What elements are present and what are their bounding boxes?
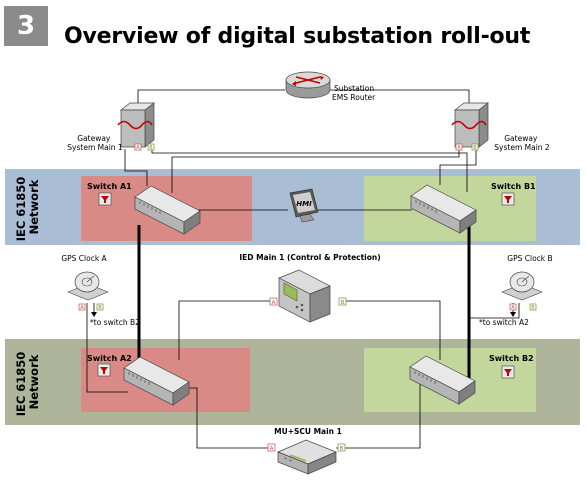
- router-label-line1: Substation: [334, 84, 374, 93]
- gateway-1-label: Gateway System Main 1: [67, 134, 123, 152]
- svg-text:B: B: [340, 446, 344, 452]
- link-router-gw1: [137, 89, 285, 104]
- svg-text:B: B: [473, 145, 477, 151]
- port-mark-mu-b: B: [337, 443, 346, 452]
- filter-icon-b2: [501, 365, 515, 379]
- port-mark-gw1-a: A: [134, 143, 142, 151]
- trunk-lines: [137, 225, 471, 380]
- svg-text:B: B: [341, 300, 345, 306]
- network-label-bottom-line2: Network: [27, 354, 41, 409]
- mu-label: MU+SCU Main 1: [274, 427, 342, 436]
- gps-a-arrowhead: [91, 312, 97, 317]
- svg-text:A: A: [457, 145, 461, 151]
- router-icon: [285, 71, 331, 99]
- svg-text:A: A: [270, 446, 274, 452]
- switch-a1-icon: [134, 185, 201, 235]
- hmi-monitor-icon: [289, 188, 319, 223]
- switch-a2-icon: [123, 356, 190, 406]
- network-label-top: IEC 61850 Network: [14, 173, 41, 242]
- link-gpsa-a2: [86, 303, 128, 393]
- router-label: Substation EMS Router: [332, 84, 376, 102]
- switch-a2-label: Switch A2: [87, 354, 132, 363]
- filter-icon-b1: [501, 192, 515, 206]
- gateway-2-label: Gateway System Main 2: [494, 134, 550, 152]
- network-label-top-line1: IEC 61850: [14, 177, 28, 242]
- ied-device-icon: [278, 269, 331, 323]
- gateway-1-label-line1: Gateway: [77, 134, 111, 143]
- svg-text:B: B: [531, 305, 535, 311]
- port-mark-mu-a: A: [267, 443, 276, 452]
- filter-icon-a1: [98, 192, 112, 206]
- svg-text:B: B: [98, 305, 102, 311]
- link-gw1-a1: [124, 149, 148, 186]
- port-mark-ied-a: A: [269, 297, 278, 306]
- router-label-line2: EMS Router: [332, 93, 376, 102]
- filter-icon-a2: [97, 363, 111, 377]
- gps-b-note: *to switch A2: [479, 318, 529, 327]
- port-mark-gpsb-b: B: [529, 303, 537, 311]
- link-gw2-b1: [439, 149, 477, 185]
- link-gw2-a1: [171, 149, 460, 193]
- gps-a-note: *to switch B2: [90, 318, 140, 327]
- svg-text:B: B: [149, 145, 153, 151]
- switch-b2-label: Switch B2: [489, 354, 534, 363]
- gps-b-label: GPS Clock B: [507, 254, 552, 263]
- gateway-1-icon: [117, 102, 156, 148]
- arrowheads: [91, 312, 516, 317]
- port-mark-gw2-a: A: [455, 143, 463, 151]
- ied-label: IED Main 1 (Control & Protection): [239, 253, 380, 262]
- switch-b2-icon: [409, 355, 476, 405]
- gateway-2-label-line2: System Main 2: [494, 143, 550, 152]
- link-b2-mu: [336, 376, 421, 449]
- gps-b-arrowhead: [510, 312, 516, 317]
- network-label-bottom: IEC 61850 Network: [14, 348, 41, 417]
- page-title: Overview of digital substation roll-out: [64, 24, 531, 49]
- port-mark-ied-b: B: [338, 297, 347, 306]
- gateway-1-label-line2: System Main 1: [67, 143, 123, 152]
- network-label-top-line2: Network: [27, 179, 41, 234]
- link-ied-b2: [339, 300, 441, 360]
- link-gw1-b1: [151, 149, 468, 192]
- hmi-label: HMI: [296, 200, 312, 208]
- link-ied-a2: [178, 300, 270, 360]
- svg-text:A: A: [272, 300, 276, 306]
- port-mark-gw2-b: B: [471, 143, 479, 151]
- switch-a1-label: Switch A1: [87, 182, 132, 191]
- port-mark-gpsa-b: B: [96, 303, 104, 311]
- gps-clock-b-icon: [501, 271, 543, 301]
- svg-text:A: A: [511, 305, 515, 311]
- switch-b1-icon: [410, 184, 477, 234]
- switch-b1-label: Switch B1: [491, 182, 536, 191]
- gateway-2-label-line1: Gateway: [504, 134, 538, 143]
- mu-scu-device-icon: [277, 439, 337, 475]
- svg-text:A: A: [80, 305, 84, 311]
- section-number-badge: 3: [4, 6, 48, 46]
- link-router-gw2: [330, 89, 470, 104]
- svg-text:A: A: [136, 145, 140, 151]
- gateway-2-icon: [451, 102, 490, 148]
- gps-a-label: GPS Clock A: [61, 254, 107, 263]
- port-mark-gpsb-a: A: [509, 303, 517, 311]
- gps-clock-a-icon: [67, 271, 109, 301]
- port-mark-gw1-b: B: [147, 143, 155, 151]
- port-mark-gpsa-a: A: [78, 303, 86, 311]
- network-label-bottom-line1: IEC 61850: [14, 352, 28, 417]
